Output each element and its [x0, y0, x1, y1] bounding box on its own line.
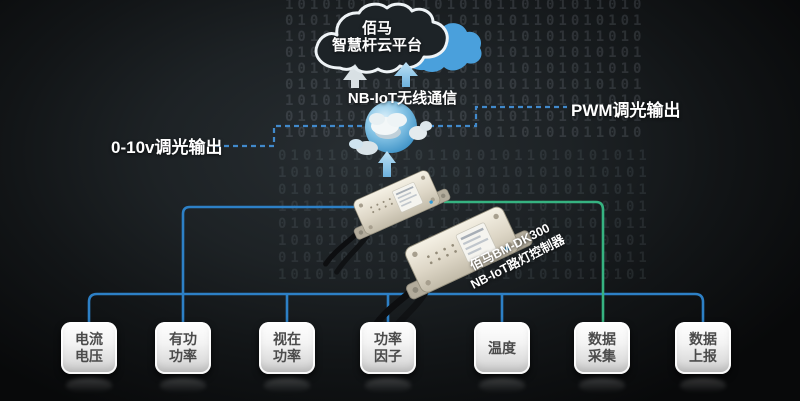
platform-cloud-icon [314, 2, 449, 74]
pwm-output-label: PWM调光输出 [571, 101, 681, 120]
box-label-line: 功率 [273, 348, 301, 364]
box-label-line: 温度 [488, 339, 516, 356]
box-label-line: 上报 [689, 348, 717, 364]
nbiot-wireless-label: NB-IoT无线通信 [347, 90, 458, 107]
sensor-box-temperature: 温度 [474, 322, 530, 374]
uplink-arrow-icon [343, 64, 367, 88]
controller-device-1-icon [323, 170, 451, 275]
box-label-line: 功率 [169, 348, 197, 364]
blue-connector-device1 [181, 205, 400, 326]
controller-device-2-icon [372, 206, 533, 340]
cloud-platform-title-line2: 智慧杆云平台 [331, 37, 422, 54]
cloud-platform-title-line1: 佰马 [361, 20, 392, 37]
sensor-box-power-factor: 功率 因子 [360, 322, 416, 374]
binary-row: 0101101010101101010110101010110101011010 [285, 77, 645, 93]
device-uplink-arrow-icon [378, 151, 396, 177]
box-label-line: 因子 [374, 348, 402, 364]
box-label-line: 采集 [588, 348, 616, 364]
sensor-box-current-voltage: 电流 电压 [61, 322, 117, 374]
box-label-line: 数据 [689, 331, 717, 347]
sensor-box-active-power: 有功 功率 [155, 322, 211, 374]
box-label-line: 电压 [75, 348, 103, 364]
box-label-line: 功率 [374, 331, 402, 347]
sensor-box-data-report: 数据 上报 [675, 322, 731, 374]
sensor-box-data-collection: 数据 采集 [574, 322, 630, 374]
blue-sensor-bus [87, 292, 705, 326]
box-label-line: 视在 [273, 331, 301, 347]
box-label-line: 数据 [588, 331, 616, 347]
downlink-arrow-icon [394, 62, 418, 87]
globe-icon [349, 101, 432, 155]
sensor-box-apparent-power: 视在 功率 [259, 322, 315, 374]
box-label-line: 电流 [75, 331, 103, 347]
green-connector-device2 [443, 200, 605, 326]
box-label-line: 有功 [169, 331, 197, 347]
dimming-0-10v-label: 0-10v调光输出 [111, 138, 223, 157]
cloud-platform-title: 佰马 智慧杆云平台 [312, 20, 442, 54]
